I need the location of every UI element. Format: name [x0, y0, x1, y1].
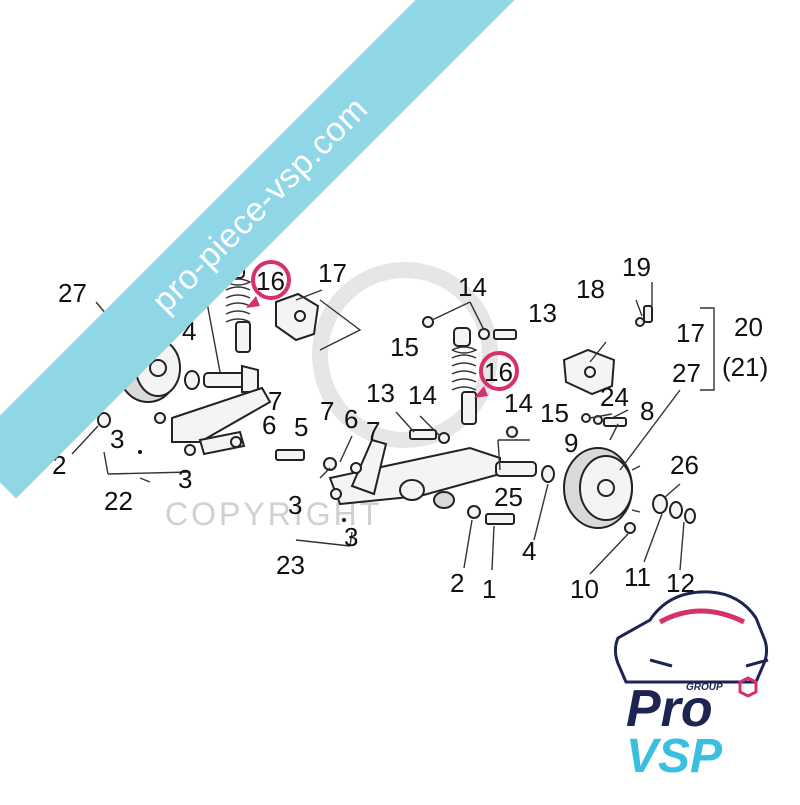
highlight-circle-16-center: [479, 351, 519, 391]
label-18: 18: [576, 274, 605, 304]
arm-bush-2-center: [433, 491, 455, 509]
label-15-right: 15: [540, 398, 569, 428]
brake-drum-right: [563, 447, 641, 529]
label-19: 19: [622, 252, 651, 282]
label-6-center: 6: [344, 404, 358, 434]
shaft-left: [203, 364, 259, 393]
label-9: 9: [564, 428, 578, 458]
label-20: 20: [734, 312, 763, 342]
highlight-circle-16-left: [251, 260, 291, 300]
label-7-center: 7: [366, 416, 380, 446]
label-3-center-b: 3: [344, 522, 358, 552]
label-7-mid: 7: [320, 396, 334, 426]
car-roof-accent-icon: [658, 608, 746, 625]
label-3-left-b: 3: [178, 464, 192, 494]
label-13-top: 13: [528, 298, 557, 328]
logo-group-text: GROUP: [686, 682, 723, 693]
label-7-left: 7: [268, 386, 282, 416]
logo-vsp-text: VSP: [626, 730, 723, 783]
shock-absorber-center: [451, 327, 478, 425]
label-17-right: 17: [676, 318, 705, 348]
logo-pro-text: Pro: [626, 680, 713, 738]
label-17-left: 17: [318, 258, 347, 288]
highlight-arrow-16-left: [246, 296, 260, 308]
label-14-top: 14: [458, 272, 487, 302]
label-26: 26: [670, 450, 699, 480]
label-14-center: 14: [408, 380, 437, 410]
label-6-left: 6: [262, 410, 276, 440]
hex-nut-icon: [738, 676, 758, 698]
label-13-center: 13: [366, 378, 395, 408]
label-11: 11: [624, 562, 651, 592]
label-25-center: 25: [494, 482, 523, 512]
label-8: 8: [640, 396, 654, 426]
bolt-18-19: [635, 305, 653, 327]
label-24: 24: [600, 382, 629, 412]
bolt-13-center: [409, 426, 518, 444]
car-outline-icon: [613, 590, 769, 684]
bushes-3-left: [138, 412, 242, 456]
label-2-center: 2: [450, 568, 464, 598]
label-1-center: 1: [482, 574, 496, 604]
label-15-top: 15: [390, 332, 419, 362]
bolt-24-8-9: [581, 413, 627, 427]
car-headlights-icon: [649, 658, 769, 668]
label-27-right: 27: [672, 358, 701, 388]
hub-washers-right: [624, 494, 696, 534]
label-3-center-a: 3: [288, 490, 302, 520]
bracket-left: [275, 292, 320, 342]
bracket-right: [562, 348, 616, 396]
trailing-arm-left: [171, 386, 272, 443]
bolt-5-center: [275, 449, 362, 522]
label-23: 23: [276, 550, 305, 580]
bolt-1-center: [467, 505, 515, 525]
label-10: 10: [570, 574, 599, 604]
label-5: 5: [294, 412, 308, 442]
arm-strut-center: [350, 438, 388, 496]
label-3-left-a: 3: [110, 424, 124, 454]
label-22: 22: [104, 486, 133, 516]
label-16-center: 16: [484, 357, 513, 387]
arm-bush-center: [399, 479, 425, 501]
highlight-arrow-16-center: [474, 386, 488, 398]
provsp-logo: GROUP Pro VSP: [613, 590, 769, 783]
bush-4-left: [184, 370, 200, 390]
label-4-center: 4: [522, 536, 536, 566]
label-21: (21): [722, 352, 768, 382]
shaft-center: [495, 461, 555, 483]
label-14-right: 14: [504, 388, 533, 418]
label-16-left: 16: [256, 266, 285, 296]
leader-lines: [45, 282, 715, 575]
part-labels: 27 25 16 17 4 1 2 3 3 22 7 6 5 7 6 7 3 3…: [22, 252, 768, 604]
label-27-left: 27: [58, 278, 87, 308]
